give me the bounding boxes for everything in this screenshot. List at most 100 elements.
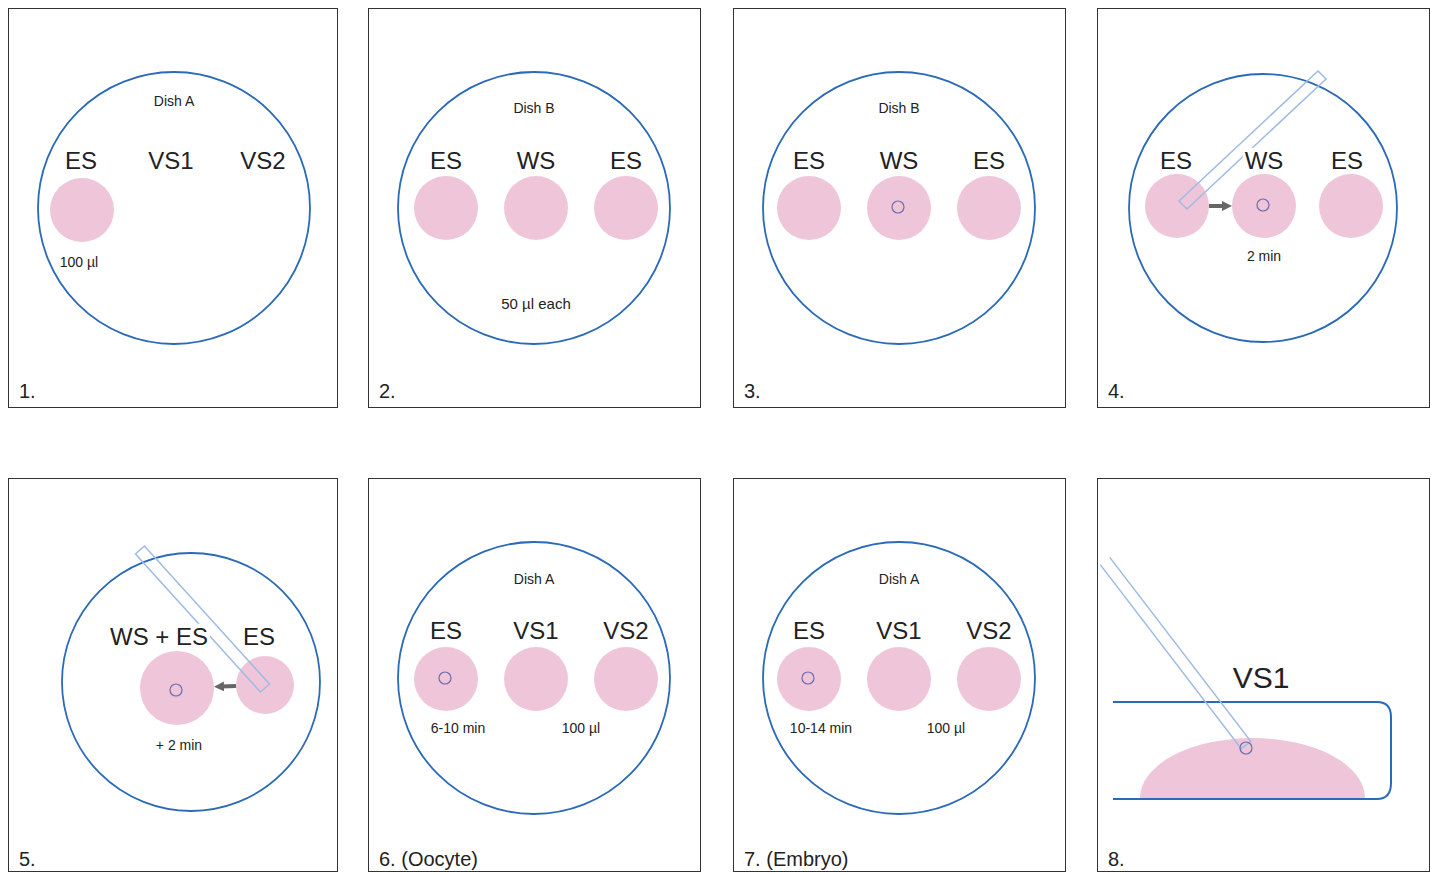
volume-note: 100 µl xyxy=(925,721,967,736)
drop-name: ES xyxy=(791,148,827,174)
medium-drop: ES xyxy=(957,176,1021,240)
step-number: 6. (Oocyte) xyxy=(377,848,480,870)
medium-drop: VS1 xyxy=(504,647,568,711)
transfer-arrow xyxy=(1209,204,1225,208)
petri-dish: + 2 min WS + ES ES xyxy=(61,552,321,812)
medium-drop: ES xyxy=(1319,174,1383,238)
straw-tube: VS1 xyxy=(1113,701,1393,801)
petri-dish: Dish B ES WS ES xyxy=(762,71,1036,345)
medium-drop: ES xyxy=(236,656,294,714)
volume-note: 100 µl xyxy=(560,721,602,736)
step-panel: 1. Dish A VS1 VS2 100 µl ES xyxy=(8,8,338,408)
drop-name: ES xyxy=(63,148,99,174)
step-panel: 2. Dish B 50 µl each ES WS ES xyxy=(368,8,701,408)
medium-drop-outline xyxy=(140,651,214,725)
medium-drop-outline xyxy=(50,178,114,242)
medium-drop: ES xyxy=(777,647,841,711)
straw-tube-outline xyxy=(1113,701,1393,801)
drop-name: ES xyxy=(428,148,464,174)
dish-name: Dish B xyxy=(511,101,556,116)
medium-drop-outline xyxy=(777,176,841,240)
medium-drop-outline xyxy=(236,656,294,714)
time-note: 10-14 min xyxy=(788,721,854,736)
step-panel: 4. 2 min ES WS ES xyxy=(1097,8,1430,408)
medium-drop-outline xyxy=(414,176,478,240)
medium-drop-outline xyxy=(777,647,841,711)
medium-drop-outline xyxy=(594,176,658,240)
medium-drop-outline xyxy=(594,647,658,711)
medium-drop: WS xyxy=(1232,174,1296,238)
medium-drop: VS2 xyxy=(957,647,1021,711)
medium-drop-outline xyxy=(504,176,568,240)
medium-drop: VS2 xyxy=(594,647,658,711)
drop-name: VS2 xyxy=(601,618,650,644)
medium-drop: ES xyxy=(50,178,114,242)
drop-name: WS xyxy=(1243,148,1286,174)
pipette xyxy=(1100,557,1251,748)
drop-name: ES xyxy=(608,148,644,174)
drop-name: VS2 xyxy=(964,618,1013,644)
drop-name: VS2 xyxy=(238,148,287,174)
step-number: 8. xyxy=(1106,848,1127,870)
drop-name: WS xyxy=(515,148,558,174)
petri-dish: 2 min ES WS ES xyxy=(1128,73,1398,343)
medium-drop: VS1 xyxy=(867,647,931,711)
medium-drop: ES xyxy=(414,647,478,711)
transfer-arrow xyxy=(221,684,236,689)
dish-name: Dish A xyxy=(877,572,921,587)
medium-drop-outline xyxy=(1145,174,1209,238)
medium-drop: ES xyxy=(414,176,478,240)
drop-name: VS1 xyxy=(511,618,560,644)
drop-name: WS + ES xyxy=(108,624,210,650)
time-note: 6-10 min xyxy=(429,721,487,736)
oocyte xyxy=(170,199,1269,754)
time-note: + 2 min xyxy=(154,738,204,753)
medium-drop: WS xyxy=(867,176,931,240)
dish-name: Dish A xyxy=(512,572,556,587)
medium-drop-outline xyxy=(1232,174,1296,238)
medium-drop: ES xyxy=(777,176,841,240)
step-panel: 7. (Embryo)Dish A10-14 min100 µlESVS1VS2 xyxy=(733,478,1066,872)
step-number: 1. xyxy=(17,380,38,402)
medium-drop-outline xyxy=(957,176,1021,240)
drop-name: WS xyxy=(878,148,921,174)
step-panel: 6. (Oocyte)Dish A6-10 min100 µlESVS1VS2 xyxy=(368,478,701,872)
drop-name: VS1 xyxy=(146,148,195,174)
drop-name: ES xyxy=(791,618,827,644)
step-number: 7. (Embryo) xyxy=(742,848,850,870)
dish-name: Dish B xyxy=(876,101,921,116)
medium-drop-outline xyxy=(504,647,568,711)
medium-drop: WS + ES xyxy=(140,651,214,725)
step-number: 3. xyxy=(742,380,763,402)
drop-name: ES xyxy=(241,624,277,650)
step-panel: 5. + 2 min WS + ES ES xyxy=(8,478,338,872)
petri-dish: Dish A VS1 VS2 100 µl ES xyxy=(37,71,311,345)
medium-drop xyxy=(1140,738,1365,798)
medium-drop-outline xyxy=(867,647,931,711)
drop-name: VS1 xyxy=(1231,661,1292,694)
pipette xyxy=(136,71,1327,692)
medium-drop-outline xyxy=(414,647,478,711)
time-note: 2 min xyxy=(1245,249,1283,264)
volume-note: 100 µl xyxy=(58,255,100,270)
medium-drop-outline xyxy=(1319,174,1383,238)
drop-name: ES xyxy=(428,618,464,644)
drop-name: VS1 xyxy=(874,618,923,644)
drop-name: ES xyxy=(1158,148,1194,174)
step-number: 4. xyxy=(1106,380,1127,402)
petri-dish: Dish A10-14 min100 µlESVS1VS2 xyxy=(762,541,1036,815)
step-panel: 8. VS1 xyxy=(1097,478,1430,872)
drop-name: ES xyxy=(971,148,1007,174)
medium-drop: ES xyxy=(594,176,658,240)
medium-drop: WS xyxy=(504,176,568,240)
petri-dish: Dish A6-10 min100 µlESVS1VS2 xyxy=(397,541,671,815)
step-number: 5. xyxy=(17,848,38,870)
dish-name: Dish A xyxy=(152,94,196,109)
drop-name: ES xyxy=(1329,148,1365,174)
petri-dish: Dish B 50 µl each ES WS ES xyxy=(397,71,671,345)
step-panel: 3. Dish B ES WS ES xyxy=(733,8,1066,408)
medium-drop-outline xyxy=(867,176,931,240)
step-number: 2. xyxy=(377,380,398,402)
volume-note: 50 µl each xyxy=(499,296,573,313)
medium-drop: ES xyxy=(1145,174,1209,238)
